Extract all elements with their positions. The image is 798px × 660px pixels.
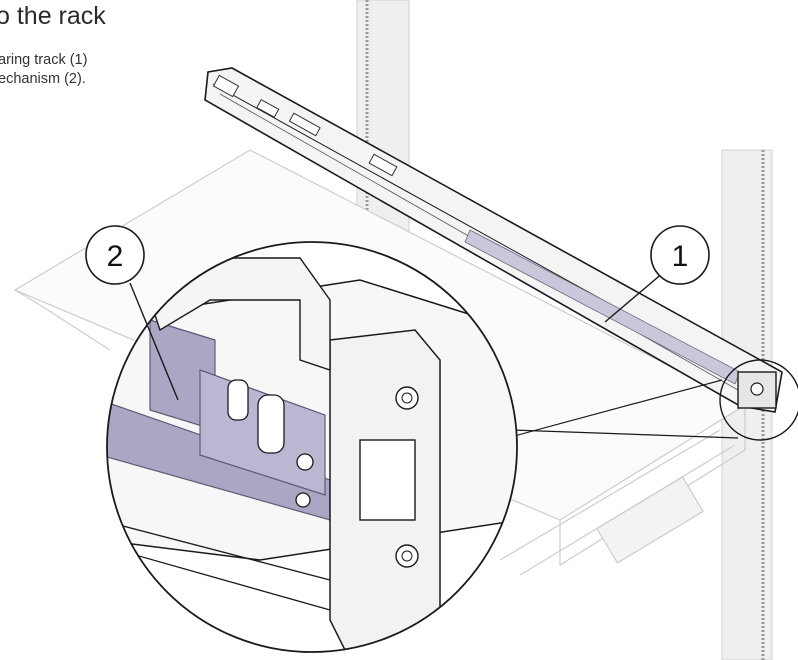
- magnify-connector-bottom: [511, 429, 739, 439]
- callout-2: 2: [85, 225, 179, 401]
- detail-focus-circle: [719, 359, 798, 441]
- caption-line-2: echanism (2).: [0, 71, 86, 87]
- magnify-connector-top: [491, 379, 723, 443]
- slide-rail: [204, 67, 783, 413]
- callout-1: 1: [604, 225, 710, 323]
- callout-1-label: 1: [672, 240, 689, 273]
- callout-2-label: 2: [107, 240, 124, 273]
- caption-line-1: aring track (1): [0, 52, 88, 68]
- page-title: o the rack: [0, 2, 106, 30]
